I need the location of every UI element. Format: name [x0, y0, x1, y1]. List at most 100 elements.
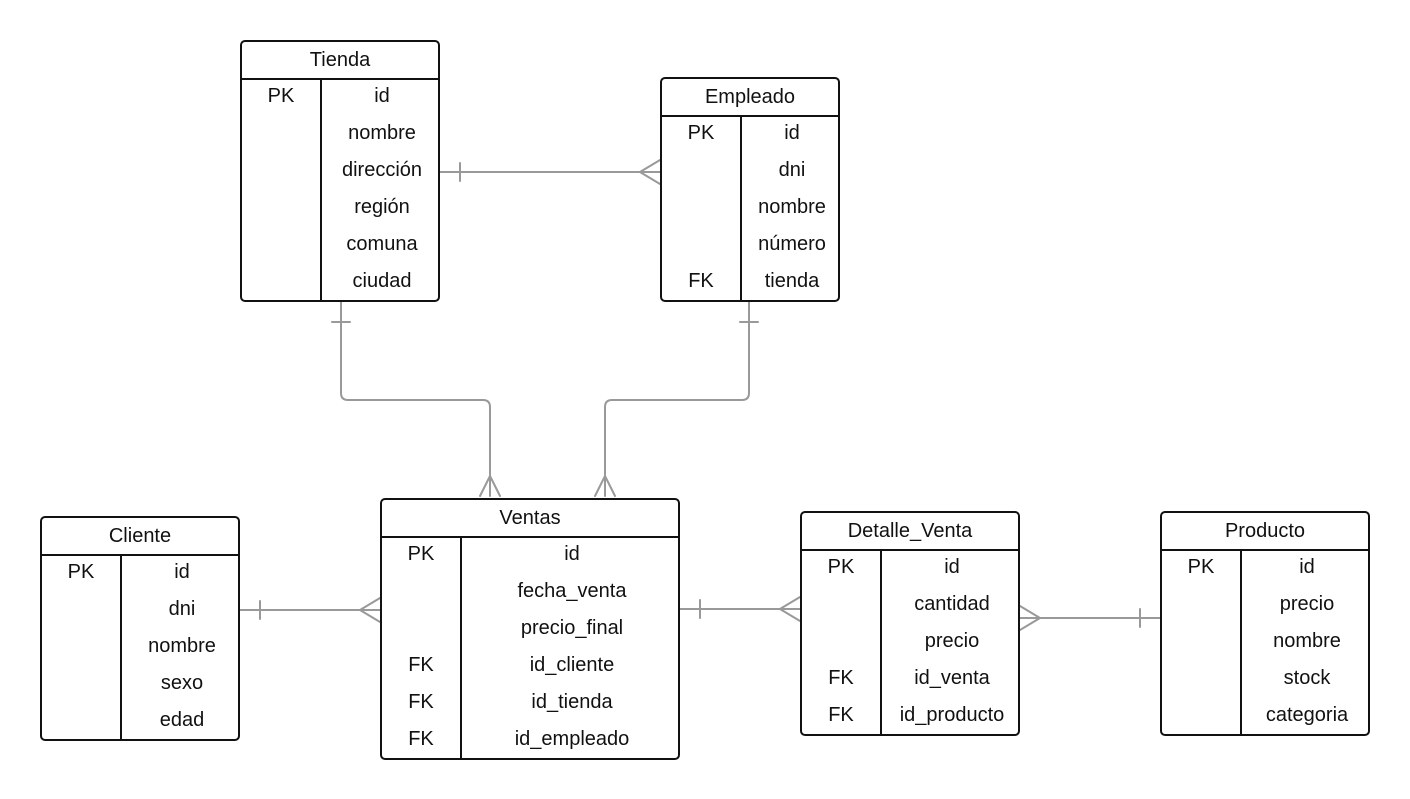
attribute-name: precio	[1279, 593, 1335, 615]
entity-tienda: Tienda PK id nombre dirección región comuna ci…	[240, 40, 440, 302]
key-column-divider	[662, 117, 742, 300]
rel-ventas-detalle	[679, 596, 801, 622]
attribute-row: comuna	[242, 228, 438, 265]
attribute-name: dirección	[341, 159, 423, 181]
attribute-row: cantidad	[802, 588, 1018, 625]
attribute-name: categoria	[1265, 704, 1349, 726]
attribute-name: id	[174, 561, 190, 583]
attribute-row: nombre	[242, 117, 438, 154]
attribute-name: id_venta	[914, 667, 990, 689]
attribute-name: id	[564, 543, 580, 565]
key-label: FK	[408, 691, 434, 713]
rel-empleado-ventas	[594, 301, 759, 497]
attribute-name: dni	[778, 159, 806, 181]
attribute-row: PK id	[382, 538, 678, 575]
entity-title: Detalle_Venta	[802, 513, 1018, 551]
attribute-name: sexo	[160, 672, 204, 694]
attribute-name: id_empleado	[514, 728, 630, 750]
attribute-name: nombre	[1273, 630, 1341, 652]
attribute-name: nombre	[758, 196, 826, 218]
attribute-name: nombre	[348, 122, 416, 144]
attribute-row: FK id_producto	[802, 699, 1018, 736]
attribute-row: precio	[1162, 588, 1368, 625]
attribute-row: región	[242, 191, 438, 228]
attribute-name: id_producto	[899, 704, 1005, 726]
key-label: FK	[828, 704, 854, 726]
rel-cliente-ventas	[239, 597, 381, 623]
rel-tienda-ventas	[331, 301, 501, 497]
entity-title: Tienda	[242, 42, 438, 80]
key-label: PK	[267, 85, 295, 107]
attribute-name: comuna	[346, 233, 418, 255]
attribute-row: PK id	[42, 556, 238, 593]
attribute-row: ciudad	[242, 265, 438, 302]
attribute-name: id_tienda	[531, 691, 613, 713]
attribute-row: dirección	[242, 154, 438, 191]
attribute-row: nombre	[662, 191, 838, 228]
attribute-row: FK id_tienda	[382, 686, 678, 723]
attribute-name: id_cliente	[529, 654, 615, 676]
key-label: PK	[827, 556, 855, 578]
attribute-row: nombre	[1162, 625, 1368, 662]
rel-producto-detalle	[1019, 605, 1161, 631]
attribute-row: PK id	[802, 551, 1018, 588]
attribute-row: precio	[802, 625, 1018, 662]
attribute-row: FK id_cliente	[382, 649, 678, 686]
attribute-row: categoria	[1162, 699, 1368, 736]
key-column-divider	[242, 80, 322, 300]
attribute-name: id	[374, 85, 390, 107]
entity-body: PK id precio nombre stock categoria	[1162, 551, 1368, 734]
attribute-row: FK id_venta	[802, 662, 1018, 699]
attribute-row: FK id_empleado	[382, 723, 678, 760]
attribute-name: id	[944, 556, 960, 578]
attribute-row: dni	[42, 593, 238, 630]
key-label: FK	[408, 728, 434, 750]
attribute-name: tienda	[764, 270, 820, 292]
attribute-name: edad	[159, 709, 205, 731]
attribute-name: precio_final	[520, 617, 624, 639]
attribute-name: stock	[1283, 667, 1331, 689]
attribute-row: PK id	[1162, 551, 1368, 588]
attribute-name: cantidad	[914, 593, 990, 615]
attribute-row: FK tienda	[662, 265, 838, 302]
key-column-divider	[382, 538, 462, 758]
attribute-row: fecha_venta	[382, 575, 678, 612]
key-column-divider	[1162, 551, 1242, 734]
key-label: PK	[67, 561, 95, 583]
attribute-row: PK id	[242, 80, 438, 117]
attribute-name: precio	[924, 630, 980, 652]
key-label: PK	[1187, 556, 1215, 578]
entity-body: PK id nombre dirección región comuna ciudad	[242, 80, 438, 300]
key-column-divider	[42, 556, 122, 739]
attribute-name: fecha_venta	[517, 580, 627, 602]
key-label: PK	[407, 543, 435, 565]
attribute-row: stock	[1162, 662, 1368, 699]
attribute-row: nombre	[42, 630, 238, 667]
attribute-row: sexo	[42, 667, 238, 704]
attribute-name: id	[784, 122, 800, 144]
attribute-name: id	[1299, 556, 1315, 578]
key-label: FK	[688, 270, 714, 292]
attribute-row: PK id	[662, 117, 838, 154]
entity-title: Empleado	[662, 79, 838, 117]
rel-tienda-empleado	[439, 159, 661, 185]
entity-title: Ventas	[382, 500, 678, 538]
attribute-name: número	[758, 233, 826, 255]
key-label: FK	[828, 667, 854, 689]
attribute-row: precio_final	[382, 612, 678, 649]
attribute-row: dni	[662, 154, 838, 191]
key-label: PK	[687, 122, 715, 144]
attribute-row: edad	[42, 704, 238, 741]
key-label: FK	[408, 654, 434, 676]
attribute-name: ciudad	[352, 270, 412, 292]
